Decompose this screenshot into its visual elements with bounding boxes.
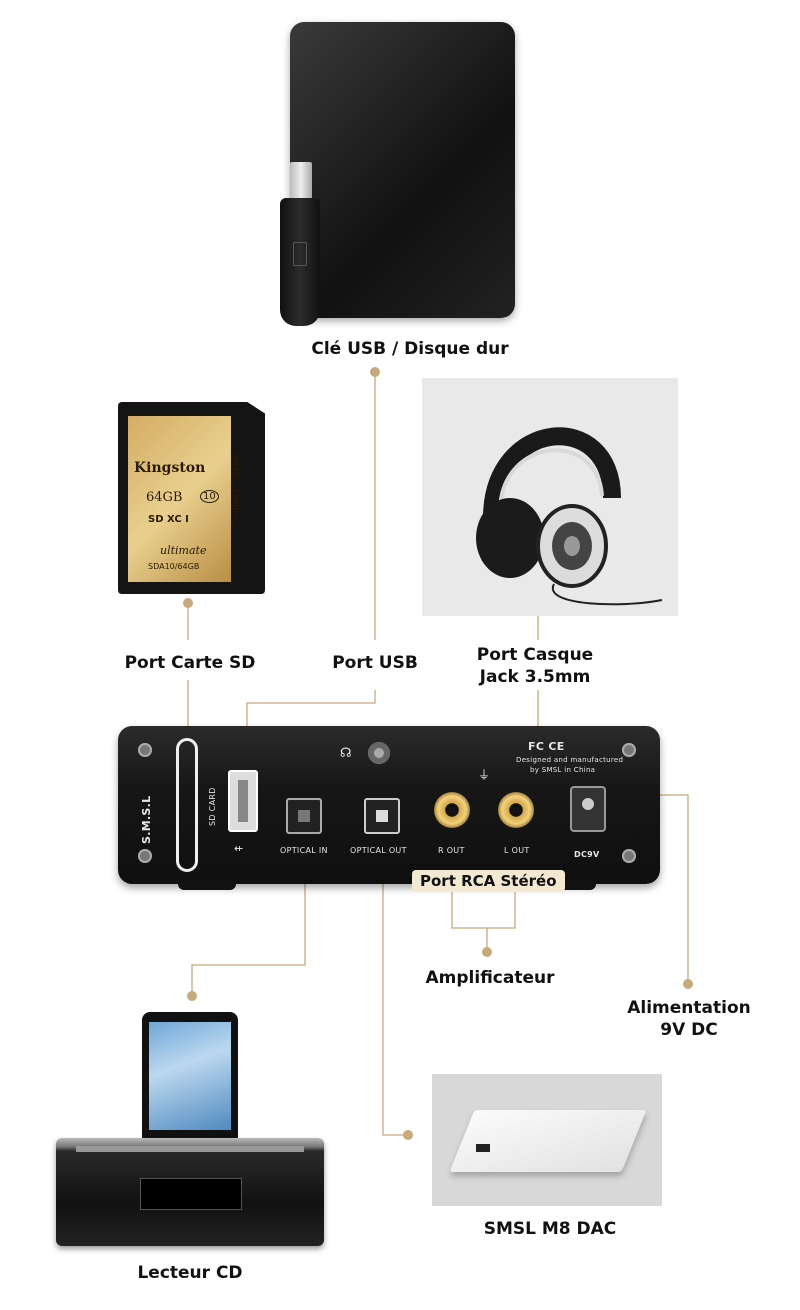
usb-stick-illustration bbox=[278, 162, 320, 326]
ground-icon: ⏚ bbox=[478, 768, 491, 782]
dot-cd bbox=[187, 991, 197, 1001]
sd-card-slot-label: SD CARD bbox=[208, 787, 217, 826]
sd-card-type: SD XC I bbox=[148, 514, 189, 525]
dac-photo bbox=[432, 1074, 662, 1206]
label-headphone-port-line1: Port Casque bbox=[476, 645, 594, 665]
label-power-line2: 9V DC bbox=[660, 1020, 718, 1040]
headphone-photo bbox=[422, 378, 678, 616]
optical-out-port bbox=[364, 798, 400, 834]
wire-optical-out bbox=[382, 818, 408, 1136]
label-usb-drive: Clé USB / Disque dur bbox=[311, 339, 509, 359]
screw-icon bbox=[622, 743, 636, 757]
sd-card-model: SDA10/64GB bbox=[148, 562, 200, 571]
label-amplifier: Amplificateur bbox=[425, 968, 555, 988]
label-usb-port: Port USB bbox=[332, 653, 418, 673]
label-power-line1: Alimentation bbox=[627, 998, 751, 1018]
sd-card-class: 10 bbox=[200, 490, 219, 503]
dc-port bbox=[570, 786, 606, 832]
sd-card-illustration: Kingston 64GB 10 SD XC I ultimate SDA10/… bbox=[118, 402, 265, 594]
tablet-illustration bbox=[142, 1012, 238, 1144]
headphone-icon: ☊ bbox=[340, 746, 352, 761]
wire-optical-in bbox=[191, 818, 306, 995]
dot-amplifier bbox=[482, 947, 492, 957]
screw-icon bbox=[138, 849, 152, 863]
optical-out-label: OPTICAL OUT bbox=[350, 846, 407, 855]
usb-drive-illustration bbox=[290, 22, 515, 318]
rca-r-port bbox=[434, 792, 470, 828]
dac-illustration bbox=[449, 1110, 647, 1172]
usb-symbol-icon: ⇷ bbox=[234, 842, 244, 855]
l-out-label: L OUT bbox=[504, 846, 530, 855]
sd-card-series: ultimate bbox=[160, 544, 207, 557]
dot-power bbox=[683, 979, 693, 989]
device-foot bbox=[178, 880, 236, 890]
screw-icon bbox=[138, 743, 152, 757]
headphone-jack bbox=[368, 742, 390, 764]
sd-card-speed: 90MB/s 45MB/s bbox=[230, 452, 240, 522]
dot-usb bbox=[370, 367, 380, 377]
rca-l-port bbox=[498, 792, 534, 828]
sd-slot bbox=[176, 738, 198, 872]
label-rca-port: Port RCA Stéréo bbox=[412, 870, 565, 892]
usb-port bbox=[228, 770, 258, 832]
label-headphone-port-line2: Jack 3.5mm bbox=[479, 667, 591, 687]
dot-dac bbox=[403, 1130, 413, 1140]
cert-marks: FC CE bbox=[528, 740, 565, 753]
made-by-line2: by SMSL in China bbox=[530, 766, 596, 774]
optical-in-label: OPTICAL IN bbox=[280, 846, 328, 855]
headphone-icon bbox=[476, 427, 663, 606]
dc-label: DC9V bbox=[574, 850, 600, 859]
label-cd-player: Lecteur CD bbox=[137, 1263, 243, 1283]
sd-card-brand: Kingston bbox=[134, 460, 206, 476]
smsl-rear-panel: S.M.S.L SD CARD ⇷ ☊ FC CE Designed and m… bbox=[118, 726, 660, 890]
label-dac: SMSL M8 DAC bbox=[483, 1219, 617, 1239]
sd-card-capacity: 64GB bbox=[146, 490, 183, 505]
made-by-line1: Designed and manufactured bbox=[516, 756, 624, 764]
cd-player-illustration bbox=[56, 1138, 324, 1246]
label-sd-port: Port Carte SD bbox=[124, 653, 256, 673]
device-brand: S.M.S.L bbox=[140, 795, 153, 844]
device-foot bbox=[538, 880, 596, 890]
optical-in-port bbox=[286, 798, 322, 834]
screw-icon bbox=[622, 849, 636, 863]
r-out-label: R OUT bbox=[438, 846, 465, 855]
dot-sd bbox=[183, 598, 193, 608]
